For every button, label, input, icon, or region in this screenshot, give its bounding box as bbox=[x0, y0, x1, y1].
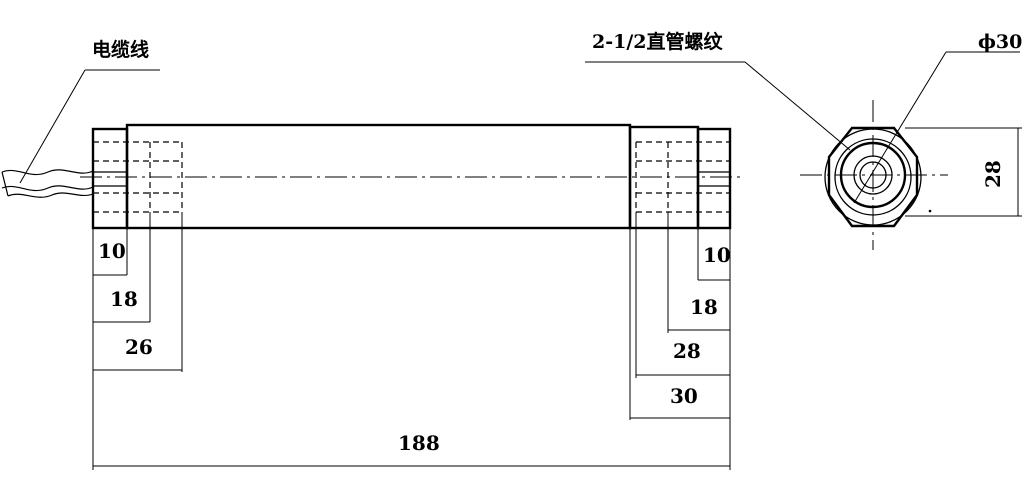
cable bbox=[1, 169, 94, 198]
overall-dimension bbox=[92, 372, 730, 470]
dim-right-28: 28 bbox=[673, 339, 701, 363]
hidden-lines-left bbox=[93, 141, 183, 213]
end-view bbox=[585, 51, 1022, 250]
diameter-label: ϕ30 bbox=[978, 31, 1022, 53]
left-dimensions bbox=[92, 212, 183, 372]
cable-leader bbox=[19, 69, 160, 184]
dim-end-view-28: 28 bbox=[981, 160, 1005, 188]
cable-label: 电缆线 bbox=[92, 38, 149, 61]
right-dimensions bbox=[629, 212, 731, 470]
dim-left-10: 10 bbox=[98, 239, 126, 263]
hidden-lines-right bbox=[635, 141, 730, 213]
dim-left-18: 18 bbox=[110, 287, 138, 311]
dim-left-26: 26 bbox=[125, 335, 153, 359]
thread-label: 2-1/2直管螺纹 bbox=[592, 30, 723, 53]
dim-right-10: 10 bbox=[703, 243, 731, 267]
dim-right-18: 18 bbox=[690, 295, 718, 319]
dim-overall-188: 188 bbox=[398, 431, 440, 455]
dim-right-30: 30 bbox=[670, 384, 698, 408]
